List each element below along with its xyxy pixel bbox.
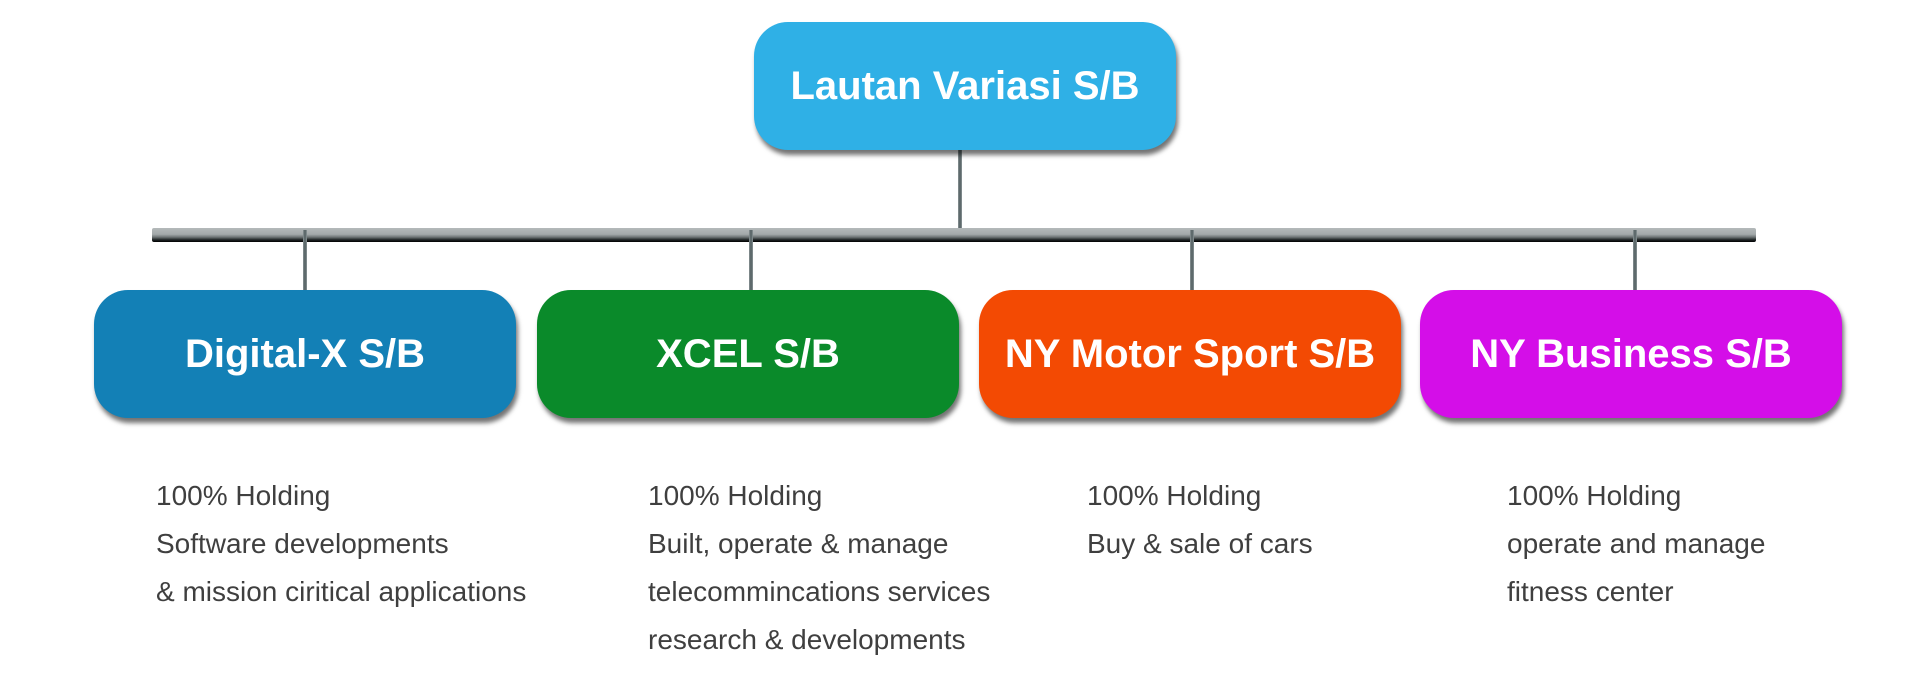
subsidiary-node-ny-motor-sport: NY Motor Sport S/B — [979, 290, 1401, 418]
child-connector-line — [303, 230, 307, 290]
description-line: telecommincations services — [648, 576, 991, 607]
subsidiary-node-ny-business: NY Business S/B — [1420, 290, 1842, 418]
description-line: 100% Holding — [1087, 480, 1262, 511]
description-line: operate and manage — [1507, 528, 1766, 559]
root-node: Lautan Variasi S/B — [754, 22, 1176, 150]
description-line: fitness center — [1507, 576, 1674, 607]
subsidiary-description-digital-x: 100% Holding Software developments & mis… — [156, 472, 526, 616]
root-connector-line — [958, 150, 962, 232]
subsidiary-node-label: XCEL S/B — [656, 331, 840, 376]
description-line: & mission ciritical applications — [156, 576, 527, 607]
child-connector-line — [1190, 230, 1194, 290]
subsidiary-node-label: NY Motor Sport S/B — [1004, 331, 1376, 376]
description-line: Buy & sale of cars — [1087, 528, 1313, 559]
description-line: 100% Holding — [156, 480, 331, 511]
subsidiary-description-ny-motor-sport: 100% Holding Buy & sale of cars — [1087, 472, 1313, 568]
subsidiary-node-label: NY Business S/B — [1470, 331, 1792, 376]
description-line: Built, operate & manage — [648, 528, 949, 559]
child-connector-line — [749, 230, 753, 290]
subsidiary-description-ny-business: 100% Holding operate and manage fitness … — [1507, 472, 1765, 616]
horizontal-bus-line — [152, 228, 1756, 242]
subsidiary-node-digital-x: Digital-X S/B — [94, 290, 516, 418]
subsidiary-description-xcel: 100% Holding Built, operate & manage tel… — [648, 472, 990, 664]
description-line: Software developments — [156, 528, 449, 559]
description-line: 100% Holding — [1507, 480, 1682, 511]
subsidiary-node-label: Digital-X S/B — [184, 331, 426, 376]
root-node-label: Lautan Variasi S/B — [790, 63, 1140, 108]
child-connector-line — [1633, 230, 1637, 290]
subsidiary-node-xcel: XCEL S/B — [537, 290, 959, 418]
description-line: 100% Holding — [648, 480, 823, 511]
description-line: research & developments — [648, 624, 966, 655]
